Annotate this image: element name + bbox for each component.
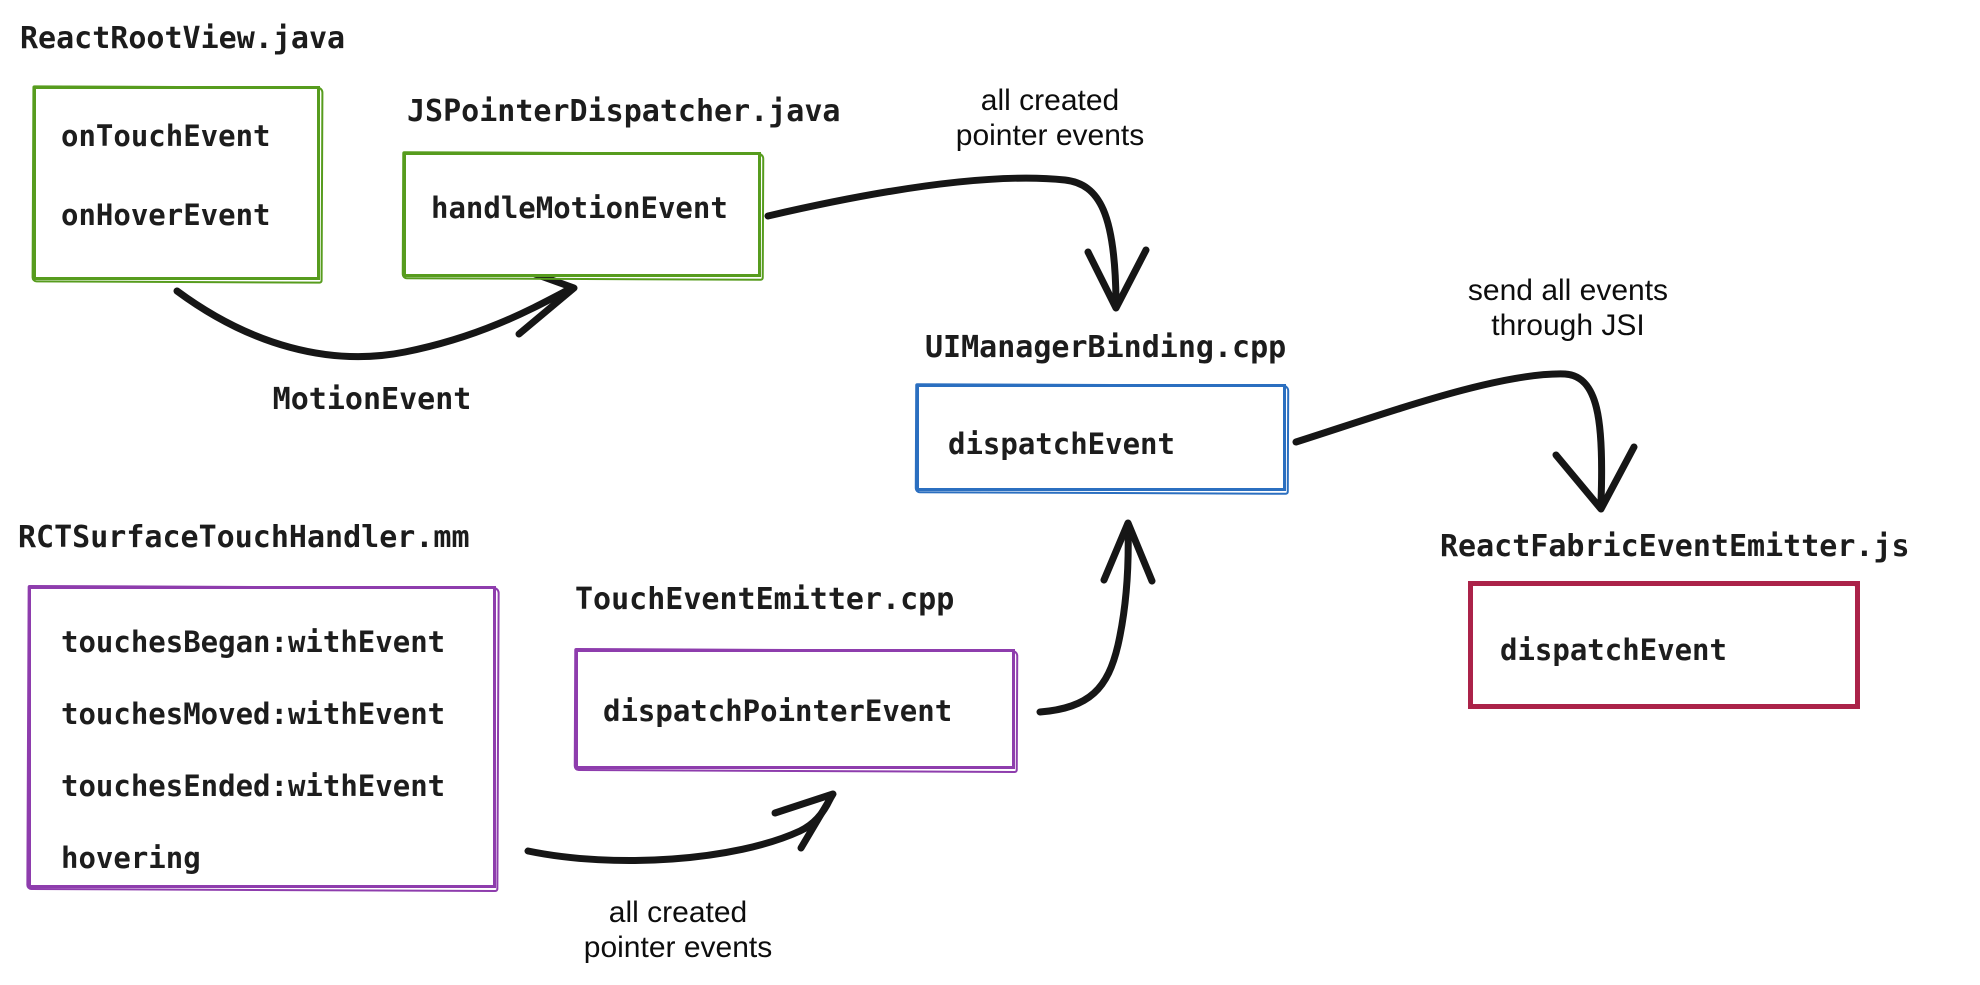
method-handlemotionevent: handleMotionEvent (431, 191, 728, 225)
node-box-touch-event-emitter: dispatchPointerEvent (575, 649, 1015, 769)
node-box-rct-surface-touch-handler: touchesBegan:withEvent touchesMoved:with… (28, 586, 496, 888)
node-box-react-root-view: onTouchEvent onHoverEvent (33, 86, 320, 280)
method-dispatchevent-cpp: dispatchEvent (948, 427, 1175, 461)
node-title-touch-event-emitter: TouchEventEmitter.cpp (575, 582, 955, 617)
edge-label-send-all-events-through-jsi: send all events through JSI (1467, 274, 1669, 342)
arrow-send-all-events-through-jsi (1292, 370, 1638, 513)
node-title-js-pointer-dispatcher: JSPointerDispatcher.java (407, 94, 841, 129)
node-title-rct-surface-touch-handler: RCTSurfaceTouchHandler.mm (18, 520, 470, 555)
arrow-all-created-pointer-events-bottom (524, 790, 837, 865)
method-dispatchevent-js: dispatchEvent (1500, 633, 1727, 667)
method-touchesended: touchesEnded:withEvent (61, 769, 446, 803)
arrow-dispatchpointerevent-to-dispatchevent (1036, 519, 1156, 716)
method-ontouchevent: onTouchEvent (61, 119, 271, 153)
method-touchesbegan: touchesBegan:withEvent (61, 625, 446, 659)
method-onhoverevent: onHoverEvent (61, 198, 271, 232)
method-dispatchpointerevent: dispatchPointerEvent (603, 694, 953, 728)
node-title-react-root-view: ReactRootView.java (20, 21, 346, 56)
node-box-react-fabric-event-emitter: dispatchEvent (1468, 581, 1860, 709)
arrow-all-created-pointer-events-top (764, 174, 1150, 312)
node-title-react-fabric-event-emitter: ReactFabricEventEmitter.js (1440, 529, 1910, 564)
edge-label-all-created-pointer-events-top: all created pointer events (955, 84, 1145, 152)
node-title-ui-manager-binding: UIManagerBinding.cpp (925, 330, 1287, 365)
edge-label-all-created-pointer-events-bottom: all created pointer events (583, 896, 773, 964)
node-box-ui-manager-binding: dispatchEvent (916, 384, 1286, 491)
edge-label-motionevent: MotionEvent (272, 382, 472, 417)
method-hovering: hovering (61, 841, 201, 875)
method-touchesmoved: touchesMoved:withEvent (61, 697, 446, 731)
node-box-js-pointer-dispatcher: handleMotionEvent (403, 152, 761, 277)
